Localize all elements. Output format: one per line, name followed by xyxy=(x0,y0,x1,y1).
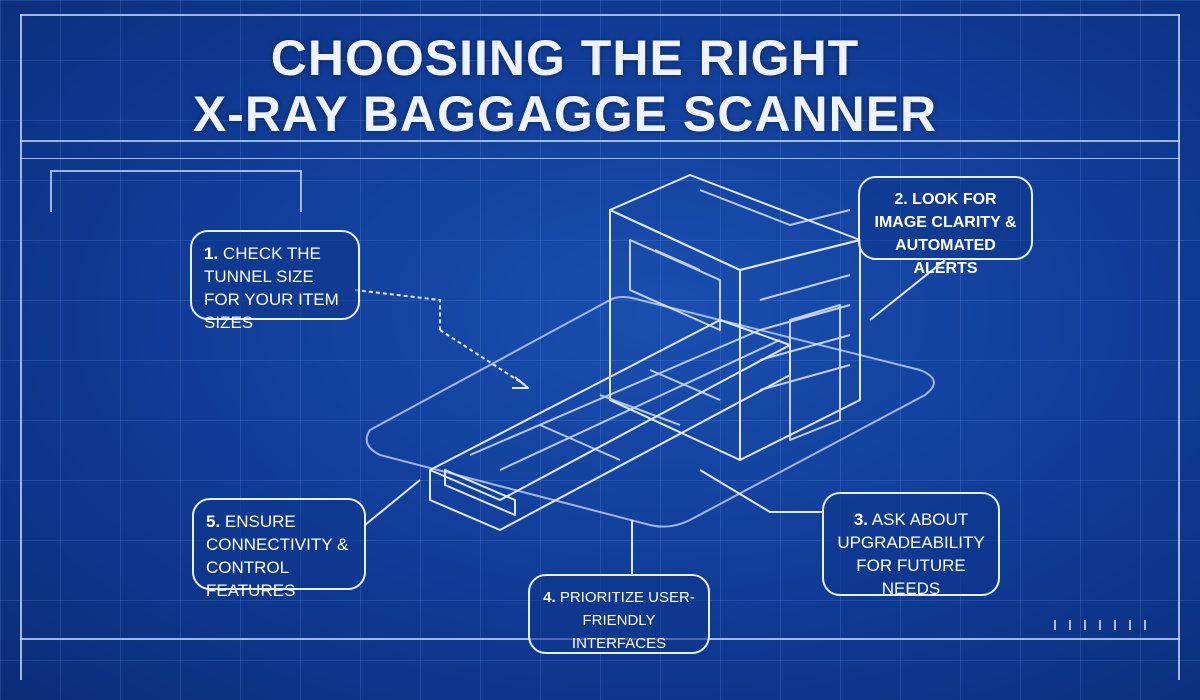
callout-5-text: ENSURE CONNECTIVITY & CONTROL FEATURES xyxy=(206,512,349,600)
title-line-1: CHOOSIING THE RIGHT xyxy=(270,30,860,86)
page-title: CHOOSIING THE RIGHT X-RAY BAGGAGGE SCANN… xyxy=(0,30,1130,142)
frame-header-line xyxy=(20,158,1180,159)
callout-2-text: LOOK FOR IMAGE CLARITY & AUTOMATED ALERT… xyxy=(874,191,1017,277)
callout-3: 3. ASK ABOUT UPGRADEABILITY FOR FUTURE N… xyxy=(822,492,1000,598)
connector-2 xyxy=(869,259,946,321)
frame-right-line xyxy=(1178,14,1180,680)
connector-1 xyxy=(354,289,526,386)
arrow-1 xyxy=(512,376,529,389)
callout-1: 1. CHECK THE TUNNEL SIZE FOR YOUR ITEM S… xyxy=(190,230,360,332)
callout-5: 5. ENSURE CONNECTIVITY & CONTROL FEATURE… xyxy=(192,498,366,600)
ruler-ticks xyxy=(1054,620,1146,630)
frame-top-line xyxy=(20,14,1180,16)
callout-2-number: 2. xyxy=(894,191,908,208)
callout-5-number: 5. xyxy=(206,512,221,531)
callout-4: 4. PRIORITIZE USER-FRIENDLY INTERFACES xyxy=(528,574,710,654)
callout-4-number: 4. xyxy=(543,589,556,606)
callout-1-text: CHECK THE TUNNEL SIZE FOR YOUR ITEM SIZE… xyxy=(204,244,339,332)
floor-platform xyxy=(365,296,935,528)
callout-2: 2. LOOK FOR IMAGE CLARITY & AUTOMATED AL… xyxy=(858,176,1033,277)
connector-5 xyxy=(364,479,421,526)
callout-3-text: ASK ABOUT UPGRADEABILITY FOR FUTURE NEED… xyxy=(837,510,985,598)
scanner-body-side xyxy=(739,239,861,461)
scanner-body-top xyxy=(609,174,861,271)
callout-4-text: PRIORITIZE USER-FRIENDLY INTERFACES xyxy=(559,589,695,652)
frame-title-line xyxy=(20,140,1180,142)
frame-inset-box xyxy=(50,170,302,212)
callout-1-number: 1. xyxy=(204,244,219,263)
connector-3 xyxy=(699,469,822,513)
frame-left-line xyxy=(20,14,22,680)
title-line-2: X-RAY BAGGAGGE SCANNER xyxy=(192,86,938,142)
callout-3-number: 3. xyxy=(853,510,868,529)
conveyor-end xyxy=(444,469,516,516)
